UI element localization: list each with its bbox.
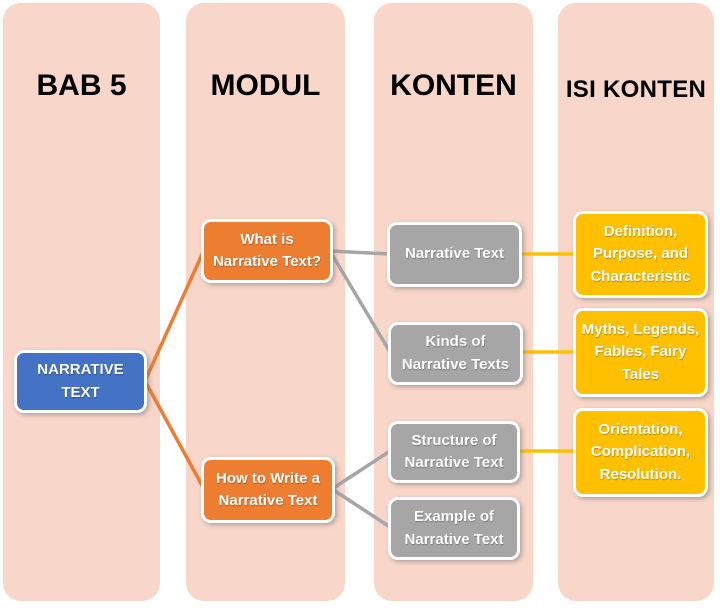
node-label: How to Write a Narrative Text xyxy=(216,469,320,510)
column-header-konten: KONTEN xyxy=(390,69,517,102)
node-what-is-narrative-text: What is Narrative Text? xyxy=(201,219,333,283)
column-bab5: BAB 5 xyxy=(3,3,160,601)
node-label: Kinds of Narrative Texts xyxy=(401,333,510,373)
node-label: Myths, Legends, Fables, Fairy Tales xyxy=(581,320,700,383)
column-header-modul: MODUL xyxy=(210,69,321,102)
node-myths-legends-fables-fairy-tales: Myths, Legends, Fables, Fairy Tales xyxy=(573,308,708,397)
node-definition-purpose-characteristic: Definition, Purpose, and Characteristic xyxy=(573,211,708,298)
node-label: NARRATIVE TEXT xyxy=(37,361,124,401)
node-label: Narrative Text xyxy=(405,245,504,263)
node-label: Example of Narrative Text xyxy=(404,508,504,548)
node-structure-of-narrative-text: Structure of Narrative Text xyxy=(388,421,520,483)
node-kinds-of-narrative-texts: Kinds of Narrative Texts xyxy=(388,322,523,385)
node-example-of-narrative-text: Example of Narrative Text xyxy=(388,497,520,560)
node-how-to-write-narrative-text: How to Write a Narrative Text xyxy=(201,457,335,523)
column-isi-konten: ISI KONTEN xyxy=(558,3,714,601)
node-label: Definition, Purpose, and Characteristic xyxy=(590,222,691,285)
node-narrative-text: Narrative Text xyxy=(387,222,522,287)
node-narrative-text-root: NARRATIVE TEXT xyxy=(14,350,147,413)
column-header-isi-konten: ISI KONTEN xyxy=(565,76,707,103)
node-orientation-complication-resolution: Orientation, Complication, Resolution. xyxy=(573,408,708,497)
column-header-bab5: BAB 5 xyxy=(36,69,127,102)
node-label: What is Narrative Text? xyxy=(212,230,322,271)
node-label: Orientation, Complication, Resolution. xyxy=(590,420,691,483)
node-label: Structure of Narrative Text xyxy=(404,431,504,472)
